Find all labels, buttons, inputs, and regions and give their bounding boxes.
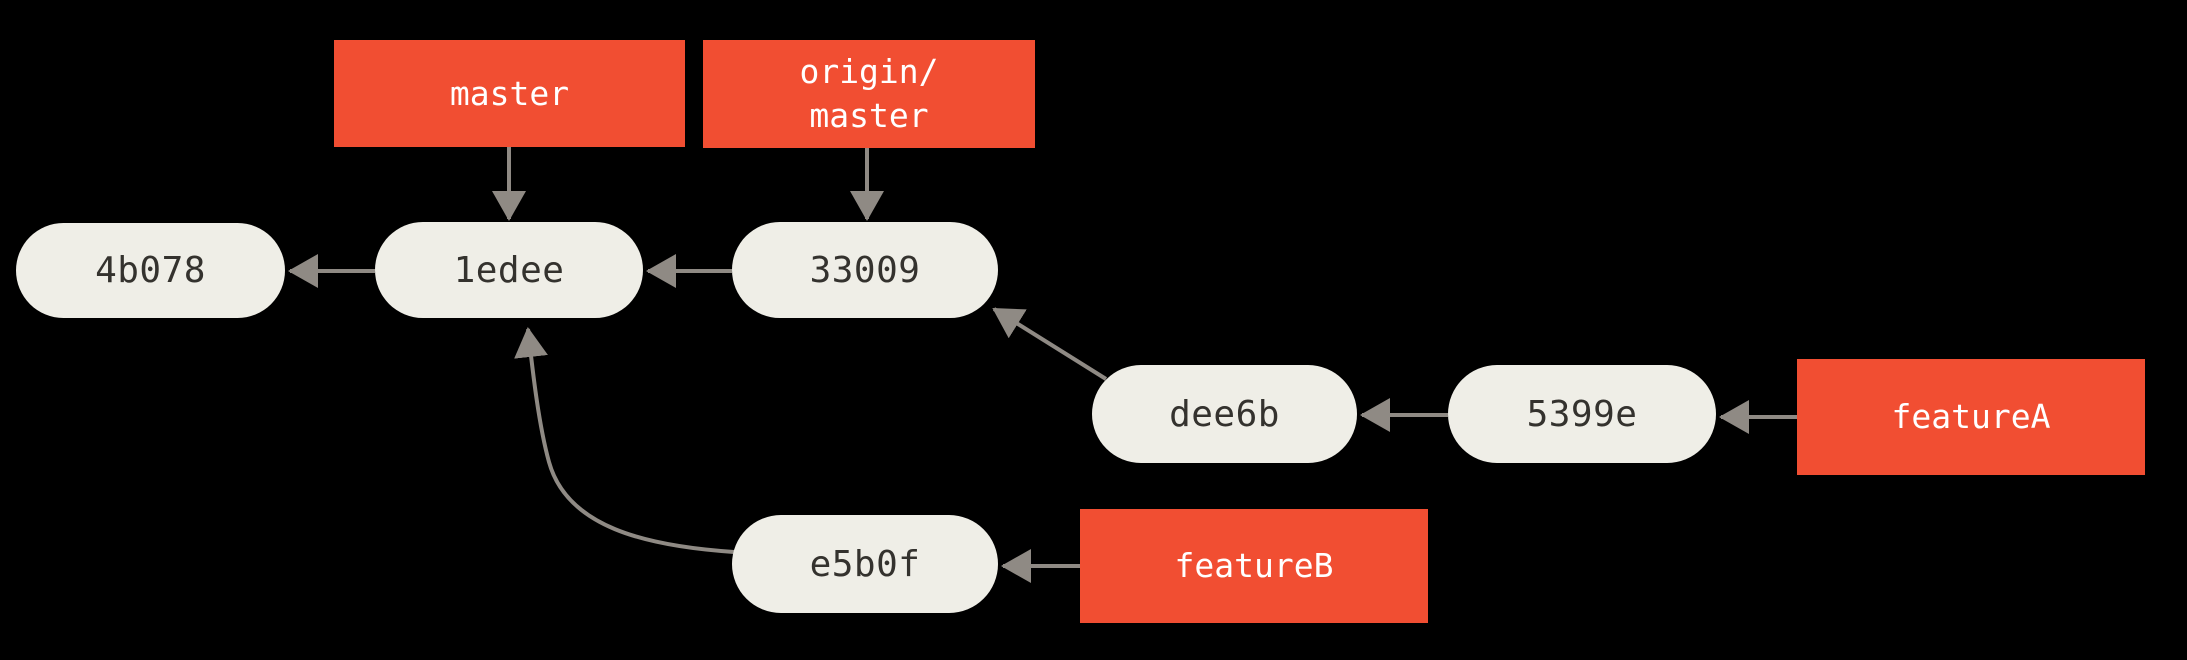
commit-id: 33009 <box>809 249 921 291</box>
commit-id: 5399e <box>1526 393 1638 435</box>
commit-id: 1edee <box>453 249 565 291</box>
branch-label-text: master <box>449 73 570 113</box>
branch-label-featureA: featureA <box>1797 359 2145 475</box>
commit-id: e5b0f <box>809 543 921 585</box>
branch-label-master: master <box>334 40 685 147</box>
commit-node-33009: 33009 <box>732 222 998 318</box>
commit-id: 4b078 <box>95 250 206 291</box>
branch-label-text: featureB <box>1174 546 1334 586</box>
branch-label-text: featureA <box>1891 397 2051 437</box>
commit-node-1edee: 1edee <box>375 222 643 318</box>
commit-id: dee6b <box>1169 393 1280 435</box>
arrow-dee6b-to-33009 <box>992 307 1108 381</box>
commit-node-e5b0f: e5b0f <box>732 515 998 613</box>
branch-label-featureB: featureB <box>1080 509 1428 623</box>
arrow-e5b0f-to-1edee <box>514 327 735 554</box>
commit-node-4b078: 4b078 <box>16 223 285 318</box>
branch-label-text: origin/master <box>799 52 939 135</box>
commit-node-dee6b: dee6b <box>1092 365 1357 463</box>
branch-label-origin-master: origin/master <box>703 40 1035 148</box>
commit-node-5399e: 5399e <box>1448 365 1716 463</box>
